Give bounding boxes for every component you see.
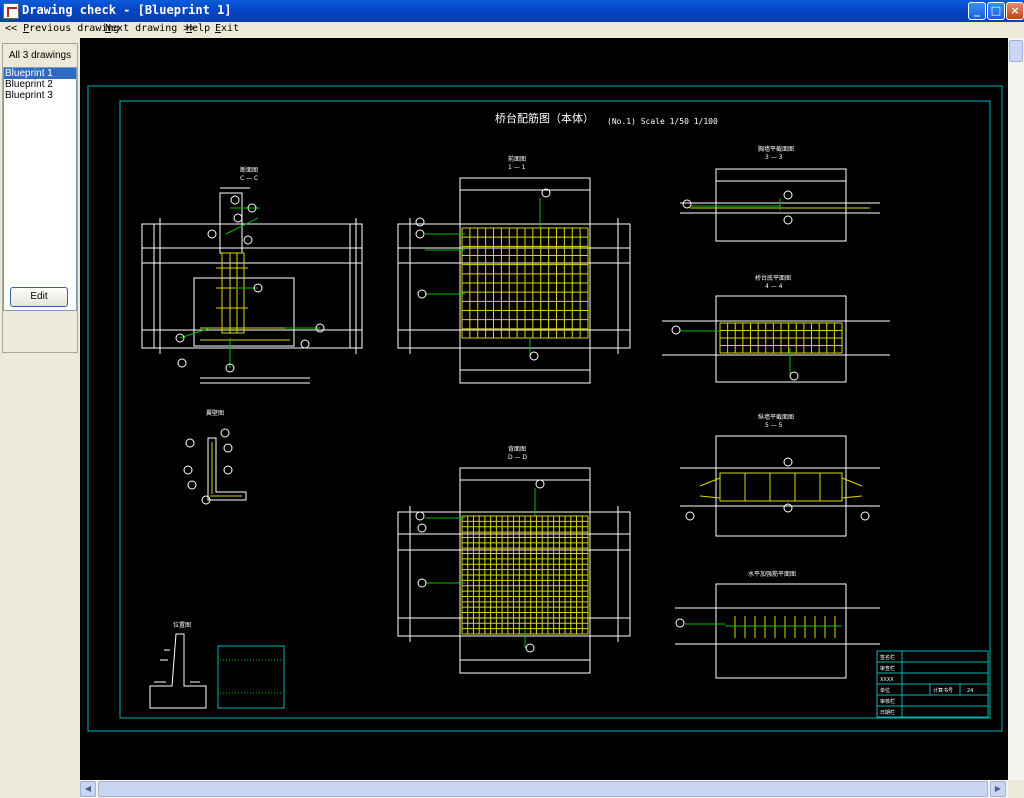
outer-frame bbox=[87, 85, 1003, 732]
menu-access-key: P bbox=[23, 23, 30, 34]
window-title: Drawing check - [Blueprint 1] bbox=[22, 3, 232, 17]
view-label: 桥台底平面图 bbox=[755, 274, 791, 282]
view-mark: C — C bbox=[240, 175, 258, 182]
vertical-scrollbar[interactable] bbox=[1008, 38, 1024, 780]
title-block-cell: 审查栏 bbox=[880, 665, 895, 672]
title-block-sheet-no: 24 bbox=[967, 688, 973, 694]
mid-plan-callouts bbox=[685, 457, 870, 521]
front-view: 前面图 1 — 1 bbox=[397, 155, 631, 384]
drawing-list-item[interactable]: Blueprint 1 bbox=[4, 68, 76, 79]
view-label: 断面图 bbox=[240, 166, 258, 174]
edit-button[interactable]: Edit bbox=[10, 287, 68, 307]
scrollbar-corner bbox=[1008, 780, 1024, 798]
all-drawings-button[interactable]: All 3 drawings bbox=[3, 45, 77, 67]
location-plan-marks bbox=[220, 659, 282, 694]
left-section-callouts bbox=[175, 195, 325, 373]
title-block-cell: XXXX bbox=[880, 677, 894, 683]
inner-frame bbox=[119, 100, 991, 719]
bottom-plan-rebar bbox=[734, 616, 836, 638]
bottom-plan-leaders bbox=[685, 623, 842, 627]
rear-view-callouts bbox=[415, 479, 545, 653]
horizontal-scroll-thumb[interactable] bbox=[98, 781, 988, 797]
drawing-title: 桥台配筋图（本体） bbox=[495, 111, 594, 125]
view-label: 纵墙平截面图 bbox=[758, 413, 794, 421]
view-label: 背面图 bbox=[508, 445, 526, 453]
scroll-right-arrow-icon[interactable]: ▶ bbox=[990, 781, 1006, 797]
title-bar: Drawing check - [Blueprint 1] _ □ × bbox=[0, 0, 1024, 22]
bottom-plan-view: 水平加强筋平面图 bbox=[675, 570, 880, 679]
footing-plan-leaders bbox=[680, 330, 791, 374]
title-block-text: 签名栏 审查栏 XXXX 单位 审核栏 日期栏 计算书号 24 bbox=[880, 654, 973, 716]
minimize-button[interactable]: _ bbox=[968, 2, 986, 20]
footing-plan-view: 桥台底平面图 4 — 4 bbox=[662, 274, 890, 383]
location-view: 位置图 bbox=[149, 621, 207, 709]
menu-label: elp bbox=[192, 23, 211, 34]
app-icon bbox=[3, 3, 19, 19]
footing-plan-callouts bbox=[671, 325, 799, 381]
left-section-rebar bbox=[200, 252, 290, 341]
title-block-cell: 单位 bbox=[880, 687, 890, 694]
view-mark: D — D bbox=[508, 454, 527, 461]
top-plan-callouts bbox=[682, 190, 793, 225]
drawing-list[interactable]: Blueprint 1 Blueprint 2 Blueprint 3 bbox=[3, 67, 77, 311]
menu-help[interactable]: Help bbox=[186, 23, 210, 34]
front-view-rebar bbox=[461, 227, 589, 339]
left-section-leaders bbox=[179, 207, 320, 368]
location-plan bbox=[217, 645, 285, 709]
drawing-list-item[interactable]: Blueprint 2 bbox=[5, 79, 53, 90]
mid-plan-view: 纵墙平截面图 5 — 5 bbox=[680, 413, 880, 537]
mid-plan-rebar bbox=[699, 472, 863, 502]
view-label: 位置图 bbox=[173, 621, 191, 629]
menu-exit[interactable]: Exit bbox=[215, 23, 239, 34]
blueprint-svg: 桥台配筋图（本体） (No.1) Scale 1/50 1/100 断面图 C … bbox=[87, 85, 1003, 732]
view-label: 前面图 bbox=[508, 155, 526, 163]
view-label: 胸墙平截面图 bbox=[758, 145, 794, 153]
title-block-sheet-name: 计算书号 bbox=[933, 687, 953, 694]
title-block-cell: 签名栏 bbox=[880, 654, 895, 661]
menu-prefix: << bbox=[5, 23, 24, 34]
scroll-left-arrow-icon[interactable]: ◀ bbox=[80, 781, 96, 797]
view-mark: 3 — 3 bbox=[765, 154, 783, 161]
view-mark: 1 — 1 bbox=[508, 164, 526, 171]
side-wall-rebar bbox=[210, 442, 242, 497]
title-block bbox=[876, 650, 989, 718]
close-button[interactable]: × bbox=[1006, 2, 1024, 20]
menu-access-key: E bbox=[215, 23, 222, 34]
front-view-callouts bbox=[415, 188, 551, 361]
front-view-leaders bbox=[425, 198, 541, 356]
title-block-cell: 审核栏 bbox=[880, 698, 895, 705]
title-block-cell: 日期栏 bbox=[880, 709, 895, 716]
drawing-subtitle: (No.1) Scale 1/50 1/100 bbox=[607, 117, 718, 126]
horizontal-scrollbar[interactable]: ◀ ▶ bbox=[80, 780, 1008, 798]
menu-bar: << Previous drawing Next drawing >> Help… bbox=[0, 22, 1024, 38]
footing-plan-rebar bbox=[719, 322, 843, 354]
vertical-scroll-thumb[interactable] bbox=[1009, 40, 1023, 62]
menu-label: xit bbox=[221, 23, 240, 34]
top-plan-view: 胸墙平截面图 3 — 3 bbox=[680, 145, 880, 242]
menu-next-drawing[interactable]: Next drawing >> bbox=[105, 23, 195, 34]
menu-access-key: H bbox=[186, 23, 193, 34]
left-section-view: 断面图 C — C bbox=[141, 166, 363, 384]
rear-view-leaders bbox=[425, 488, 536, 648]
drawing-list-item[interactable]: Blueprint 3 bbox=[5, 90, 53, 101]
drawing-canvas[interactable]: 桥台配筋图（本体） (No.1) Scale 1/50 1/100 断面图 C … bbox=[80, 38, 1008, 780]
rear-view: 背面图 D — D bbox=[397, 445, 631, 674]
side-wall-view: 翼壁图 bbox=[206, 409, 247, 501]
bottom-plan-callouts bbox=[675, 618, 685, 628]
view-mark: 4 — 4 bbox=[765, 283, 783, 290]
view-mark: 5 — 5 bbox=[765, 422, 783, 429]
menu-previous-drawing[interactable]: << Previous drawing bbox=[5, 23, 119, 34]
menu-access-key: N bbox=[105, 23, 112, 34]
top-plan-leaders bbox=[690, 198, 781, 210]
maximize-button[interactable]: □ bbox=[987, 2, 1005, 20]
side-wall-callouts bbox=[183, 428, 233, 505]
left-panel: All 3 drawings Blueprint 1 Blueprint 2 B… bbox=[0, 38, 80, 798]
view-label: 水平加强筋平面图 bbox=[748, 570, 796, 578]
menu-label: ext drawing >> bbox=[111, 23, 196, 34]
view-label: 翼壁图 bbox=[206, 409, 224, 417]
menu-label: revious drawing bbox=[29, 23, 120, 34]
